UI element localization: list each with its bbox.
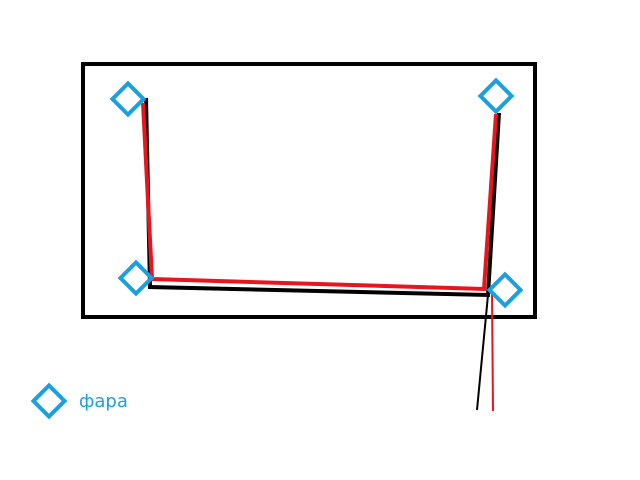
legend-headlight-icon bbox=[30, 382, 68, 420]
headlight-bottom-right-icon bbox=[486, 271, 524, 309]
headlight-top-right-icon bbox=[477, 77, 515, 115]
red-wire bbox=[141, 102, 498, 292]
black-wire-tail bbox=[476, 294, 489, 411]
legend-label: фара bbox=[79, 391, 128, 412]
frame-rectangle bbox=[81, 62, 537, 319]
headlight-top-left-icon bbox=[109, 80, 147, 118]
black-wire bbox=[144, 97, 501, 298]
red-wire-tail bbox=[491, 293, 494, 412]
headlight-bottom-left-icon bbox=[117, 259, 155, 297]
